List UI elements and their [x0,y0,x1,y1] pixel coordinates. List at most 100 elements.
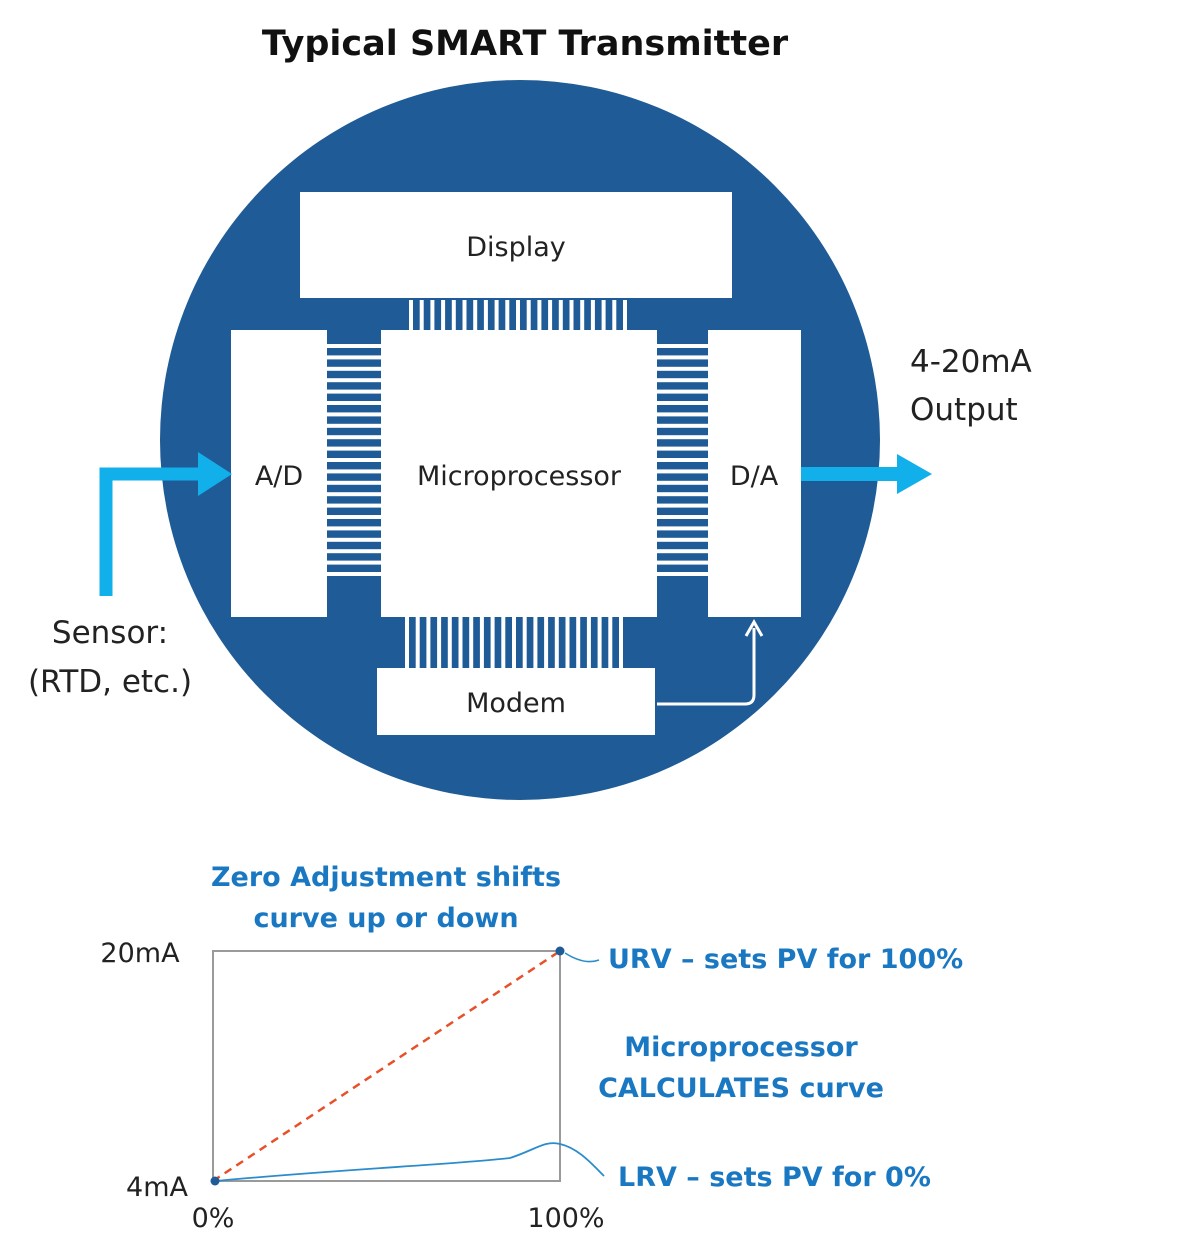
x-axis-left-label: 0% [192,1203,235,1234]
microprocessor-calc-line2: CALCULATES curve [598,1073,884,1104]
pin-right [657,378,708,383]
pin-left [327,537,381,542]
pin-right [657,469,708,474]
pin-top [451,300,456,330]
pin-bottom [586,617,591,668]
sensor-label-line1: Sensor: [52,615,168,651]
pin-bottom [544,617,549,668]
da-block [708,330,801,617]
pin-top [462,300,467,330]
lrv-point [210,1176,220,1186]
pin-left [327,572,381,576]
modem-to-da-arrowhead [744,618,764,637]
pin-bottom [469,617,474,668]
pin-right [657,389,708,394]
pin-top [590,300,595,330]
output-label-line1: 4-20mA [910,344,1032,380]
pin-left [327,560,381,565]
pin-right [657,366,708,371]
pin-bottom [512,617,516,668]
pin-bottom [522,617,527,668]
pin-left [327,423,381,428]
pin-left [327,389,381,394]
pin-bottom [619,617,623,668]
pin-right [657,412,708,417]
pin-top [569,300,574,330]
pin-top [494,300,499,330]
pin-top [505,300,510,330]
pin-top [419,300,424,330]
graph-frame [212,950,561,1182]
pin-right [657,572,708,576]
pin-right [657,435,708,440]
pin-top [473,300,478,330]
pin-top [537,300,542,330]
pins-top [409,300,627,330]
sensor-input-arrowhead [198,452,232,496]
pin-top [558,300,563,330]
pin-left [327,515,381,519]
pin-left [327,412,381,417]
pins-bottom [405,617,623,668]
pin-top [580,300,585,330]
sensor-response-curve [215,1142,605,1182]
pin-bottom [533,617,538,668]
zero-adjustment-line1: Zero Adjustment shifts [211,862,561,893]
pin-right [657,503,708,508]
da-label: D/A [730,461,779,492]
modem-label: Modem [466,688,566,719]
pins-right [657,344,708,576]
pin-bottom [597,617,602,668]
microprocessor-label: Microprocessor [417,461,622,492]
pin-bottom [415,617,420,668]
urv-point [555,946,565,956]
pin-left [327,492,381,497]
pin-left [327,503,381,508]
pin-left [327,344,381,348]
pin-right [657,560,708,565]
pin-top [601,300,606,330]
y-axis-bottom-label: 4mA [126,1172,188,1203]
pin-left [327,458,381,462]
pin-bottom [490,617,495,668]
pin-right [657,401,708,405]
pin-bottom [565,617,570,668]
pins-left [327,344,381,576]
pin-left [327,366,381,371]
pin-right [657,355,708,360]
pin-right [657,458,708,462]
sensor-input-arrow [99,467,200,596]
pin-top [526,300,531,330]
pin-left [327,378,381,383]
pin-bottom [576,617,581,668]
modem-to-da-arrow [657,628,756,706]
pin-left [327,355,381,360]
pin-left [327,435,381,440]
urv-annotation: URV – sets PV for 100% [608,944,963,975]
pin-top [516,300,520,330]
pin-top [483,300,488,330]
pin-right [657,446,708,451]
pin-left [327,526,381,531]
calculated-dashed-line [212,949,561,1183]
pin-left [327,401,381,405]
pin-left [327,480,381,485]
pin-top [441,300,446,330]
ad-block [231,330,327,617]
pin-bottom [437,617,442,668]
pin-bottom [426,617,431,668]
output-arrow-shaft [801,467,899,481]
display-label: Display [466,232,566,263]
microprocessor-block [381,330,657,617]
pin-left [327,549,381,554]
pin-top [548,300,553,330]
pin-right [657,515,708,519]
pin-bottom [447,617,452,668]
pin-right [657,526,708,531]
pin-bottom [458,617,463,668]
pin-right [657,549,708,554]
lrv-annotation: LRV – sets PV for 0% [618,1162,931,1193]
modem-block [377,668,655,735]
pin-top [430,300,435,330]
pin-top [409,300,413,330]
